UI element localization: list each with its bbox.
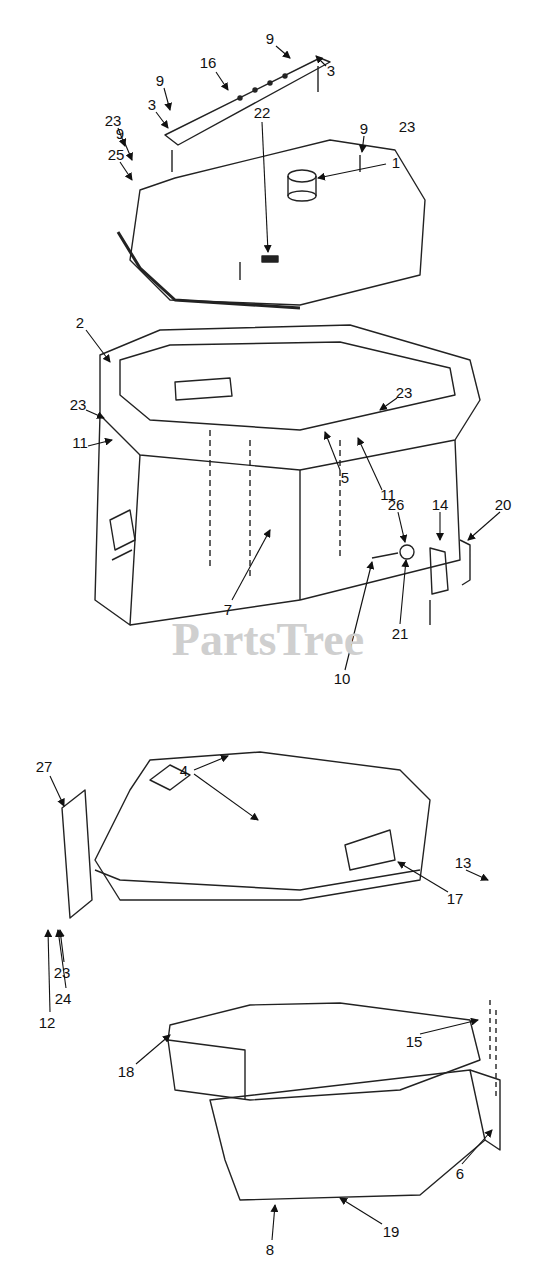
- callout-number: 9: [116, 126, 124, 141]
- callout-number: 18: [118, 1064, 135, 1079]
- callout-number: 12: [39, 1015, 56, 1030]
- callout-number: 2: [76, 315, 84, 330]
- callout-number: 7: [224, 602, 232, 617]
- callout-number: 3: [327, 63, 335, 78]
- callout-number: 10: [334, 671, 351, 686]
- watermark: PartsTree: [172, 617, 364, 663]
- callout-number: 1: [392, 155, 400, 170]
- callout-number: 17: [447, 891, 464, 906]
- callout-number: 19: [383, 1224, 400, 1239]
- callout-number: 23: [396, 385, 413, 400]
- callout-number: 26: [388, 497, 405, 512]
- callout-number: 23: [54, 965, 71, 980]
- callout-number: 15: [406, 1034, 423, 1049]
- callout-number: 3: [148, 97, 156, 112]
- callout-number: 16: [200, 55, 217, 70]
- callout-number: 20: [495, 497, 512, 512]
- callout-number: 8: [266, 1242, 274, 1257]
- callout-number: 14: [432, 497, 449, 512]
- callout-number: 23: [70, 397, 87, 412]
- callout-number: 4: [180, 763, 188, 778]
- callout-number: 6: [456, 1166, 464, 1181]
- callout-number: 9: [156, 73, 164, 88]
- callout-number: 9: [360, 121, 368, 136]
- callout-number: 27: [36, 759, 53, 774]
- callout-number: 25: [108, 147, 125, 162]
- callout-number: 11: [72, 435, 88, 450]
- callout-number: 5: [341, 470, 349, 485]
- callout-number: 24: [55, 991, 72, 1006]
- callout-number: 22: [254, 105, 271, 120]
- callout-number: 9: [266, 31, 274, 46]
- callout-number: 21: [392, 626, 409, 641]
- callout-number: 13: [455, 855, 472, 870]
- callout-number: 23: [399, 119, 416, 134]
